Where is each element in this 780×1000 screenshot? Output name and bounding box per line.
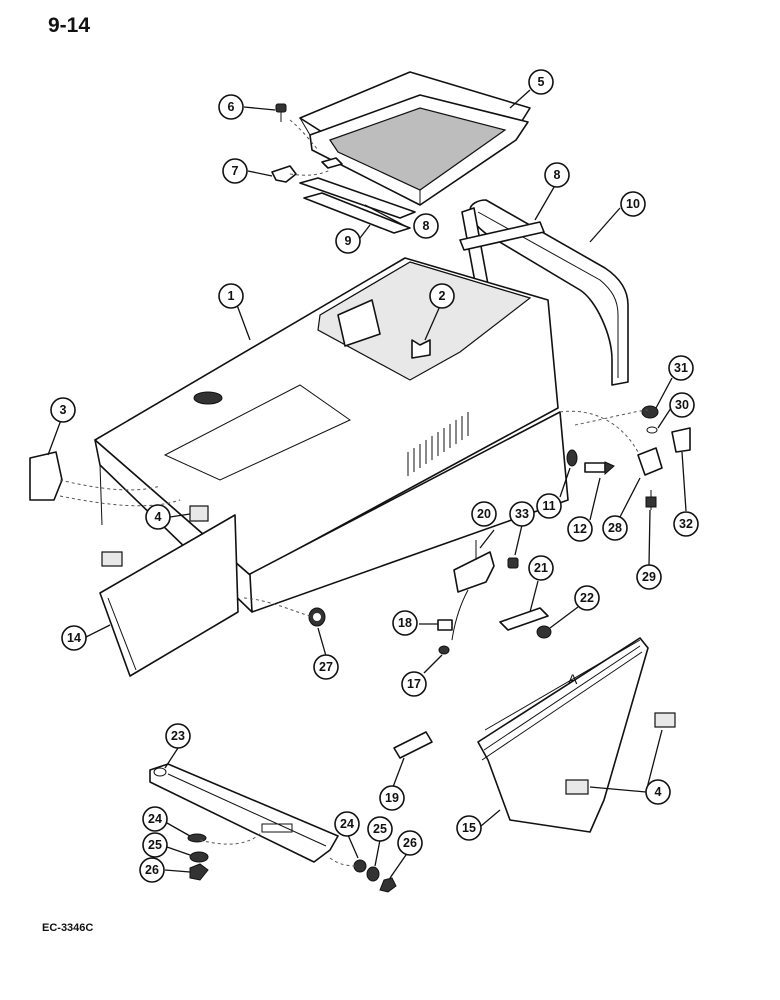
callout-15: 15	[456, 815, 482, 841]
corner-cap	[29, 451, 63, 501]
svg-text:14: 14	[67, 631, 81, 645]
svg-text:26: 26	[145, 863, 159, 877]
callout-9: 9	[335, 228, 361, 254]
callout-11: 11	[536, 493, 562, 519]
svg-text:8: 8	[554, 168, 561, 182]
callout-27: 27	[313, 654, 339, 680]
svg-text:8: 8	[423, 219, 430, 233]
svg-text:22: 22	[580, 591, 594, 605]
clip-part	[271, 165, 297, 183]
callout-6: 6	[218, 94, 244, 120]
callout-10: 10	[620, 191, 646, 217]
top-access-panel	[299, 71, 531, 206]
right-side-panel	[477, 637, 676, 833]
svg-text:23: 23	[171, 729, 185, 743]
callout-29: 29	[636, 564, 662, 590]
callout-20: 20	[471, 501, 497, 527]
callout-12: 12	[567, 516, 593, 542]
vent-slots	[407, 412, 469, 476]
assembly-paths	[59, 119, 649, 867]
callout-26-left: 26	[139, 857, 165, 883]
svg-text:30: 30	[675, 398, 689, 412]
callout-7: 7	[222, 158, 248, 184]
screw-part	[275, 103, 287, 122]
svg-text:6: 6	[228, 100, 235, 114]
callout-25-right: 25	[367, 816, 393, 842]
svg-text:20: 20	[477, 507, 491, 521]
washers-right	[353, 859, 397, 893]
svg-text:27: 27	[319, 660, 333, 674]
svg-text:21: 21	[534, 561, 548, 575]
svg-text:4: 4	[655, 785, 662, 799]
callout-18: 18	[392, 610, 418, 636]
callout-33: 33	[509, 501, 535, 527]
callout-30: 30	[669, 392, 695, 418]
right-hardware	[566, 405, 691, 510]
callout-1: 1	[218, 283, 244, 309]
svg-text:24: 24	[148, 812, 162, 826]
svg-text:12: 12	[573, 522, 587, 536]
callout-24-right: 24	[334, 811, 360, 837]
rubber-pads-upper	[101, 505, 209, 567]
callout-25-left: 25	[142, 832, 168, 858]
page-number: 9-14	[48, 14, 91, 37]
callout-23: 23	[165, 723, 191, 749]
svg-text:3: 3	[60, 403, 67, 417]
lower-support-bracket	[149, 763, 339, 863]
svg-text:1: 1	[228, 289, 235, 303]
svg-text:17: 17	[407, 677, 421, 691]
svg-text:10: 10	[626, 197, 640, 211]
callout-24-left: 24	[142, 806, 168, 832]
svg-text:19: 19	[385, 791, 399, 805]
callout-2: 2	[429, 283, 455, 309]
grommet	[308, 607, 326, 627]
main-hood	[94, 257, 569, 613]
svg-text:26: 26	[403, 836, 417, 850]
svg-text:31: 31	[674, 361, 688, 375]
callout-19: 19	[379, 785, 405, 811]
svg-text:25: 25	[373, 822, 387, 836]
callout-5: 5	[528, 69, 554, 95]
callout-22: 22	[574, 585, 600, 611]
callout-4-upper: 4	[145, 504, 171, 530]
svg-text:24: 24	[340, 817, 354, 831]
latch-plate	[499, 607, 552, 639]
callout-26-right: 26	[397, 830, 423, 856]
left-side-panel	[99, 514, 239, 677]
svg-text:11: 11	[542, 499, 555, 513]
callout-17: 17	[401, 671, 427, 697]
svg-text:25: 25	[148, 838, 162, 852]
callout-8-lower: 8	[413, 213, 439, 239]
latch-bracket	[437, 540, 519, 655]
callout-32: 32	[673, 511, 699, 537]
svg-text:7: 7	[232, 164, 239, 178]
callout-3: 3	[50, 397, 76, 423]
washers-left	[187, 833, 209, 881]
svg-text:29: 29	[642, 570, 656, 584]
svg-text:4: 4	[155, 510, 162, 524]
svg-text:28: 28	[608, 521, 622, 535]
callout-21: 21	[528, 555, 554, 581]
svg-text:33: 33	[515, 507, 529, 521]
callout-28: 28	[602, 515, 628, 541]
svg-text:18: 18	[398, 616, 412, 630]
callout-31: 31	[668, 355, 694, 381]
svg-text:32: 32	[679, 517, 693, 531]
callout-14: 14	[61, 625, 87, 651]
svg-text:5: 5	[538, 75, 545, 89]
svg-text:2: 2	[439, 289, 446, 303]
svg-text:15: 15	[462, 821, 476, 835]
figure-code: EC-3346C	[42, 922, 94, 934]
callout-8-upper: 8	[544, 162, 570, 188]
svg-text:9: 9	[345, 234, 352, 248]
leader-lines	[47, 89, 687, 879]
latch-clip	[393, 731, 433, 759]
callout-4-lower: 4	[645, 779, 671, 805]
